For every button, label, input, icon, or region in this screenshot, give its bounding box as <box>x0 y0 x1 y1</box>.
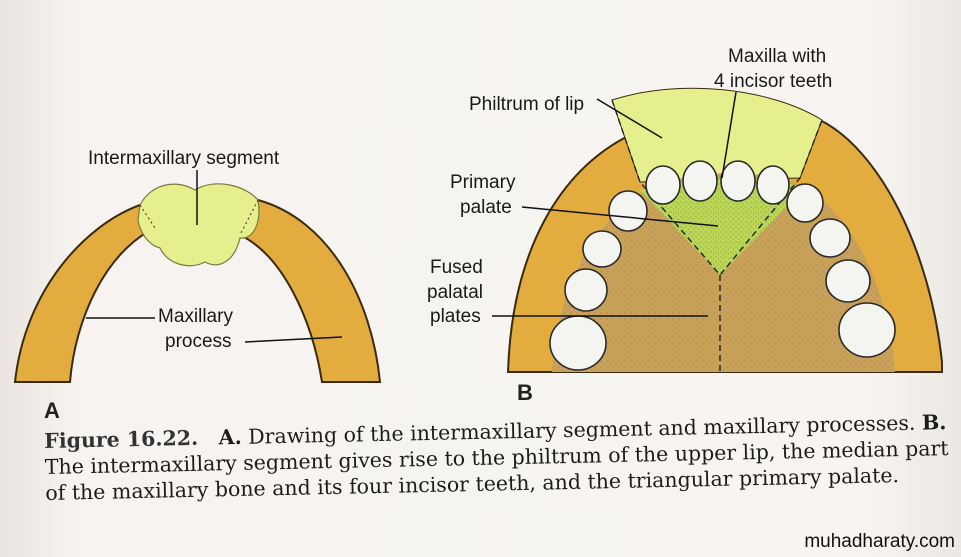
label-palate: palate <box>460 197 512 218</box>
label-plates: plates <box>430 306 481 327</box>
caption-part-b-marker: B. <box>921 410 947 435</box>
label-fused: Fused <box>430 257 483 278</box>
panel-a-drawing <box>13 170 382 383</box>
philtrum-leader <box>596 98 663 139</box>
tooth <box>825 259 871 303</box>
maxillary-leader-right <box>244 336 343 343</box>
figure-number: Figure 16.22. <box>44 425 199 453</box>
primary-palate-leader <box>521 206 719 227</box>
label-intermaxillary-segment: Intermaxillary segment <box>88 148 280 169</box>
tooth <box>564 268 608 312</box>
tooth <box>582 230 622 268</box>
label-primary: Primary <box>450 172 516 193</box>
right-maxillary-process <box>238 198 382 383</box>
label-maxillary: Maxillary <box>158 306 233 327</box>
incisor-tooth <box>720 160 756 202</box>
maxilla-leader <box>721 91 737 179</box>
intermaxillary-segment <box>137 183 260 267</box>
incisor-tooth <box>756 165 790 205</box>
label-maxilla-with: Maxilla with <box>728 46 827 67</box>
label-4-incisor-teeth: 4 incisor teeth <box>714 71 833 92</box>
panel-b-drawing <box>492 87 943 373</box>
tooth <box>809 218 851 258</box>
panel-b-letter: B <box>517 380 533 405</box>
label-palatal: palatal <box>427 282 483 303</box>
watermark: muhadharaty.com <box>804 531 955 552</box>
tooth <box>608 190 648 232</box>
panel-a-letter: A <box>44 398 60 423</box>
left-maxillary-process <box>13 203 157 383</box>
tooth <box>549 315 607 371</box>
teeth <box>549 160 896 371</box>
philtrum-region <box>611 87 823 183</box>
incisor-tooth <box>682 160 718 202</box>
tooth <box>786 183 824 223</box>
caption-part-a-marker: A. <box>218 424 242 450</box>
label-process: process <box>165 331 232 352</box>
label-philtrum-of-lip: Philtrum of lip <box>469 94 585 115</box>
tooth <box>838 302 896 358</box>
incisor-tooth <box>645 165 681 205</box>
